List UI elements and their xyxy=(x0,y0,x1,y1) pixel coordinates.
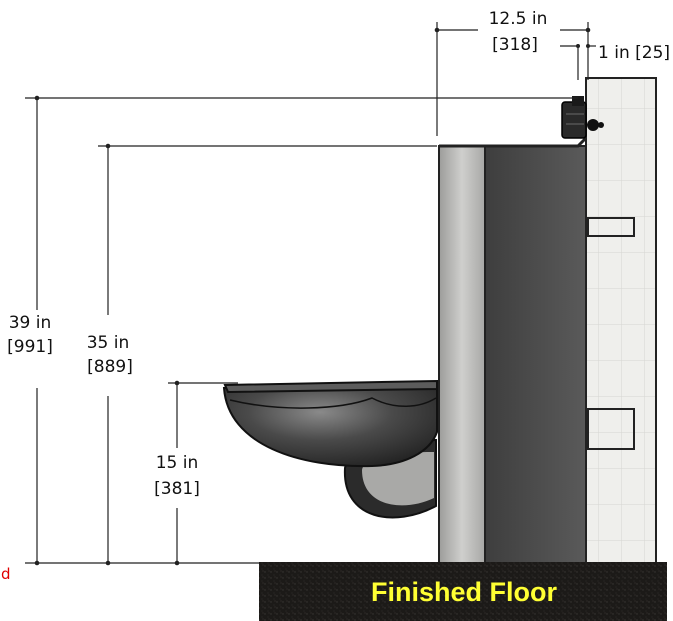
wall-gap-dimension-label: 1 in [25] xyxy=(598,43,670,63)
wall-mount-bracket-icon xyxy=(561,96,604,139)
dimension-lines xyxy=(25,22,596,564)
finished-floor-label: Finished Floor xyxy=(371,577,557,607)
overall-height-metric: [991] xyxy=(7,337,53,357)
rim-height-metric: [381] xyxy=(154,479,200,499)
depth-dimension-label: 12.5 in xyxy=(489,9,548,29)
edge-note: d xyxy=(1,565,11,583)
chase-cabinet xyxy=(438,136,588,564)
finished-floor: Finished Floor xyxy=(259,562,667,621)
chase-height-metric: [889] xyxy=(87,357,133,377)
toilet-bowl-icon xyxy=(222,379,438,519)
carrier-pipe-lower xyxy=(587,408,635,450)
tiled-wall xyxy=(585,77,657,564)
dimension-ticks xyxy=(34,27,591,566)
chase-height-label: 35 in xyxy=(87,333,130,353)
overall-height-label: 39 in xyxy=(9,313,52,333)
rim-height-label: 15 in xyxy=(156,453,199,473)
carrier-pipe-upper xyxy=(587,217,635,237)
depth-dimension-metric: [318] xyxy=(492,35,538,55)
